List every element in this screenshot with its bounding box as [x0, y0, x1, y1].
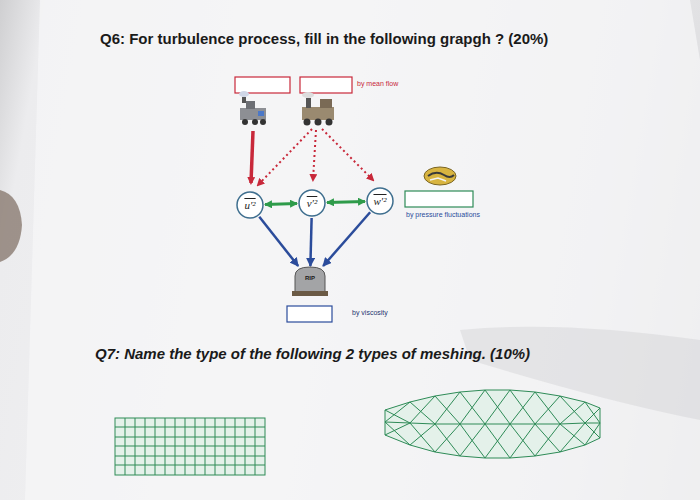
production-arrow [322, 129, 373, 180]
node-outline [292, 266, 328, 296]
exchange-arrow [265, 203, 297, 204]
dissipation-arrow [259, 217, 298, 266]
question-heading: Q7: Name the type of the following 2 typ… [95, 345, 530, 362]
paper-sheet [25, 0, 700, 500]
answer-box [287, 306, 332, 322]
stress-circle: w′² [366, 187, 394, 215]
unstructured-mesh [385, 390, 600, 458]
answer-box [300, 77, 352, 93]
production-arrow [258, 129, 312, 185]
stress-symbol: u′² [244, 199, 255, 211]
dissipation-arrow [323, 212, 370, 266]
thumb-shadow [0, 190, 22, 262]
production-arrow [251, 131, 253, 183]
mechanism-label: by mean flow [357, 80, 398, 88]
stress-symbol: v′² [307, 197, 318, 209]
exchange-arrow [327, 201, 365, 202]
answer-box [405, 191, 473, 207]
dissipation-arrow [310, 218, 311, 266]
answer-box [235, 77, 290, 93]
train-icon [302, 92, 334, 126]
structured-mesh [115, 418, 265, 475]
handshake-icon [424, 167, 456, 185]
epitaph: RIP [305, 275, 315, 281]
mechanism-label: by viscosity [352, 309, 388, 317]
mechanism-label: by pressure fluctuations [406, 211, 480, 219]
stress-symbol: w′² [373, 195, 386, 207]
stress-circle: u′² [236, 191, 264, 219]
stress-circle: v′² [298, 189, 326, 217]
tombstone: RIP [292, 266, 328, 296]
production-arrow [313, 130, 316, 180]
question-heading: Q6: For turbulence process, fill in the … [100, 30, 548, 47]
train-icon [239, 91, 266, 125]
